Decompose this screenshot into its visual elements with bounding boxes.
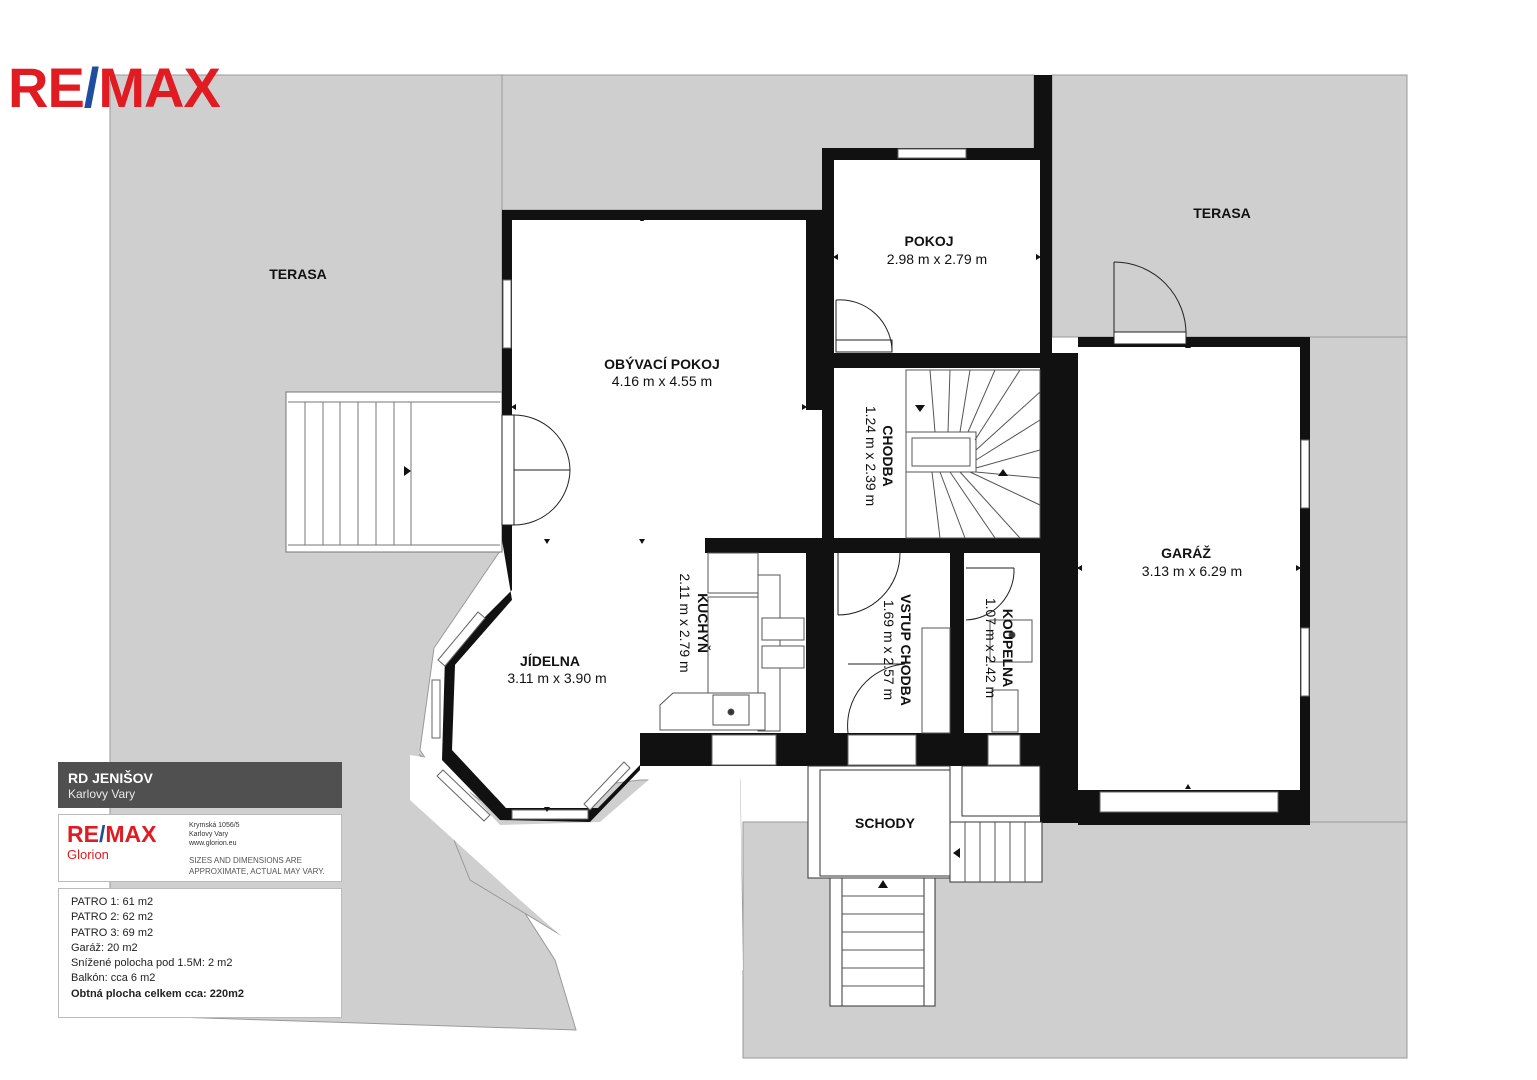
white-gap — [410, 755, 743, 970]
disclaimer: SIZES AND DIMENSIONS ARE APPROXIMATE, AC… — [189, 855, 325, 877]
area-total: Obtná plocha celkem cca: 220m2 — [71, 987, 245, 1000]
dims-vstup-chodba: 1.69 m x 2.57 m — [881, 600, 897, 700]
disclaimer-line: APPROXIMATE, ACTUAL MAY VARY. — [189, 867, 325, 876]
area-item: PATRO 2: 62 m2 — [71, 911, 154, 924]
area-item: Balkón: cca 6 m2 — [71, 972, 156, 985]
label-pokoj: POKOJ — [904, 233, 953, 249]
label-terasa-left: TERASA — [269, 266, 327, 282]
agency-logo-right: MAX — [105, 821, 157, 847]
disclaimer-line: SIZES AND DIMENSIONS ARE — [189, 856, 302, 865]
label-garaz: GARÁŽ — [1161, 544, 1211, 561]
area-item: PATRO 1: 61 m2 — [71, 896, 154, 908]
dims-jidelna: 3.11 m x 3.90 m — [507, 670, 606, 686]
room-labels: TERASA TERASA POKOJ 2.98 m x 2.79 m OBÝV… — [269, 205, 1251, 831]
windows — [431, 148, 1310, 822]
label-obyvaci-pokoj: OBÝVACÍ POKOJ — [604, 355, 720, 372]
property-title: RD JENIŠOV — [68, 770, 153, 786]
kitchen-fixtures — [659, 552, 1033, 734]
logo-right: MAX — [98, 56, 220, 119]
area-summary: PATRO 1: 61 m2 PATRO 2: 62 m2 PATRO 3: 6… — [58, 888, 342, 1018]
dims-chodba: 1.24 m x 2.39 m — [863, 406, 879, 506]
area-item: Garáž: 20 m2 — [71, 941, 138, 954]
dims-garaz: 3.13 m x 6.29 m — [1142, 563, 1242, 579]
agency-card: RE/MAX Glorion Krymská 1056/5 Karlovy Va… — [58, 814, 342, 882]
logo-slash: / — [83, 56, 100, 119]
dims-pokoj: 2.98 m x 2.79 m — [887, 251, 987, 267]
label-terasa-right: TERASA — [1193, 205, 1251, 221]
property-location: Karlovy Vary — [68, 787, 136, 801]
floors — [455, 160, 1300, 808]
area-item: Snížené polocha pod 1.5M: 2 m2 — [71, 957, 233, 970]
label-koupelna: KOUPELNA — [1000, 609, 1016, 688]
internal-stairs — [905, 369, 1041, 539]
dims-obyvaci-pokoj: 4.16 m x 4.55 m — [612, 373, 712, 389]
logo-left: RE — [8, 56, 85, 119]
address-line: Krymská 1056/5 — [189, 822, 240, 829]
agency-website[interactable]: www.glorion.eu — [189, 840, 237, 847]
terrace-right — [1051, 74, 1408, 338]
label-kuchyn: KUCHYŇ — [695, 593, 712, 653]
info-header: RD JENIŠOV Karlovy Vary — [58, 762, 342, 808]
remax-logo: RE/MAX — [8, 60, 221, 116]
entrance-stairs — [807, 765, 1043, 1007]
agency-name: Glorion — [67, 847, 109, 862]
label-vstup-chodba: VSTUP CHODBA — [898, 594, 914, 706]
dims-kuchyn: 2.11 m x 2.79 m — [677, 573, 693, 672]
agency-logo-left: RE — [67, 821, 99, 847]
dimension-markers — [511, 105, 1301, 812]
area-item: PATRO 3: 69 m2 — [71, 926, 154, 939]
terrace-garage-side — [1307, 336, 1408, 826]
exterior-stairs-left — [285, 391, 503, 553]
label-jidelna: JÍDELNA — [520, 653, 580, 669]
agency-logo-slash: / — [98, 821, 106, 847]
dims-koupelna: 1.07 m x 2.42 m — [983, 598, 999, 698]
address-line: Karlovy Vary — [189, 831, 229, 838]
agency-address: Krymská 1056/5 Karlovy Vary www.glorion.… — [189, 821, 240, 848]
info-panel: RD JENIŠOV Karlovy Vary RE/MAX Glorion K… — [58, 762, 342, 1018]
agency-logo: RE/MAX — [67, 823, 156, 846]
label-schody: SCHODY — [855, 815, 916, 831]
label-chodba: CHODBA — [880, 425, 896, 486]
doors — [501, 261, 1187, 734]
